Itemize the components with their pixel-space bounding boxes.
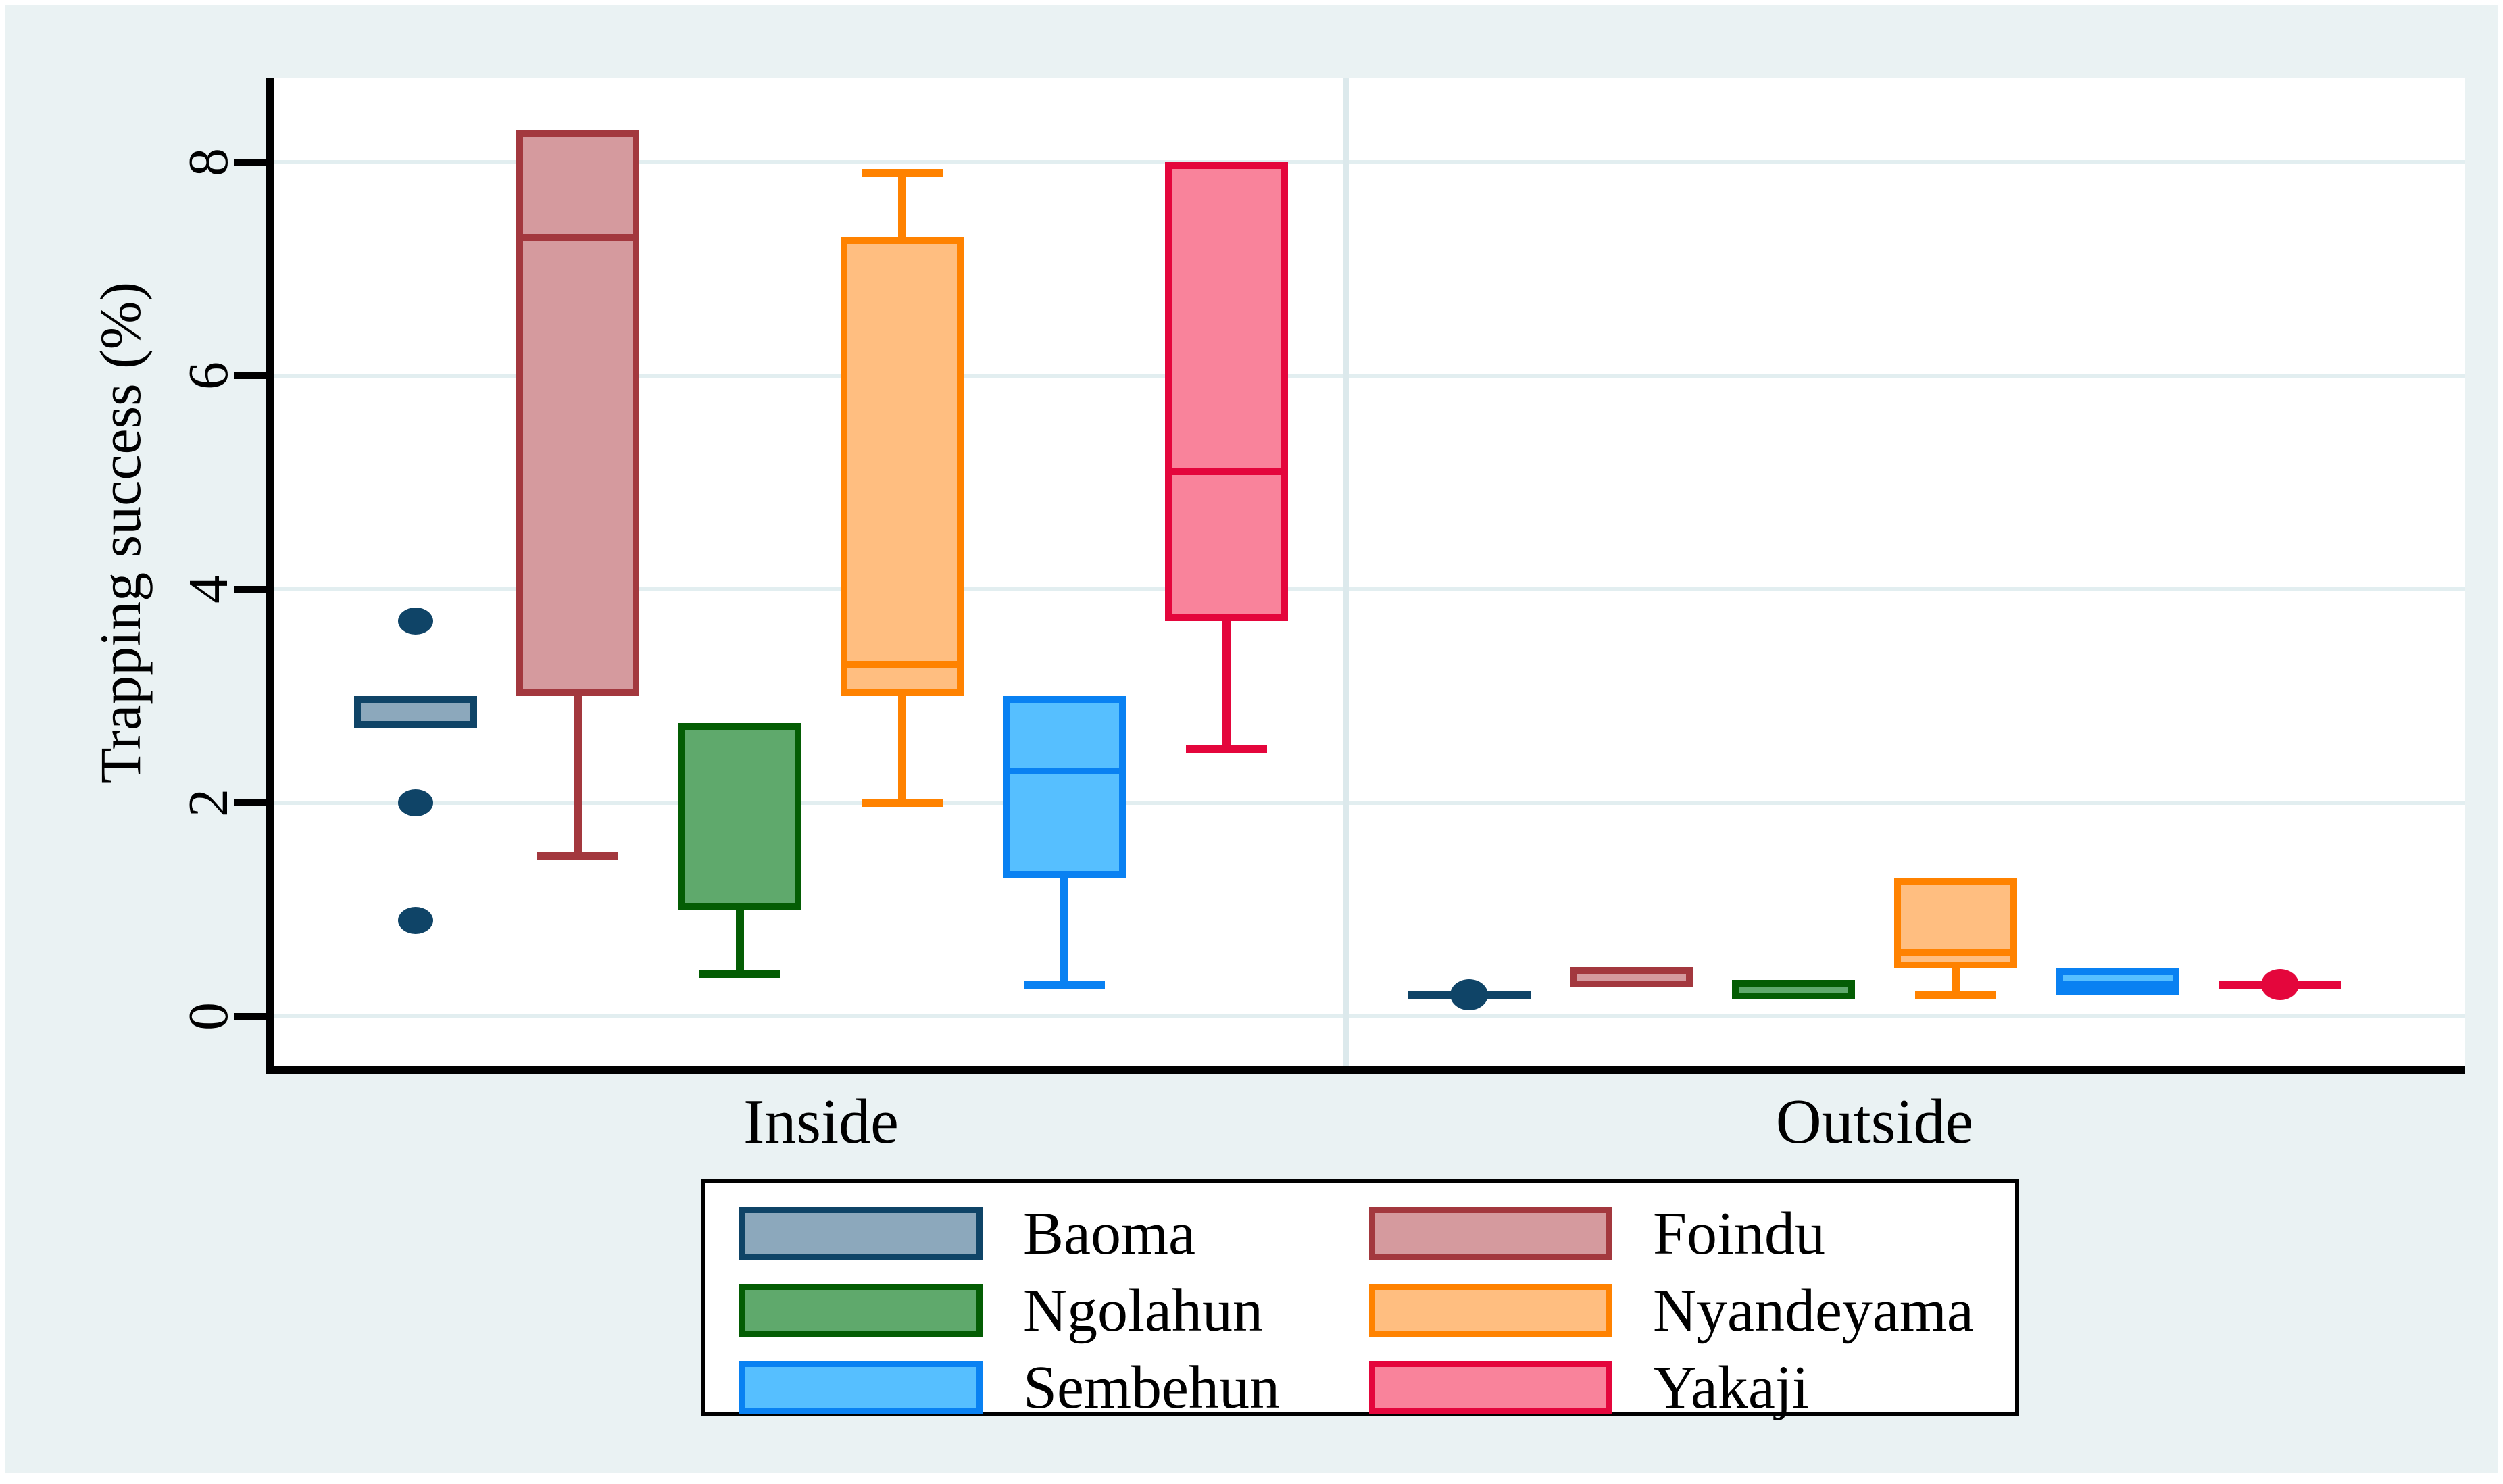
y-tick-label-6: 6 — [176, 362, 240, 390]
box-outside-nyandeyama-median-line — [1901, 949, 2010, 956]
group-label-outside: Outside — [1775, 1087, 1974, 1157]
box-inside-ngolahun-whisker-low-cap — [699, 969, 780, 978]
box-inside-yakaji-whisker-low-cap — [1186, 745, 1267, 753]
box-outside-nyandeyama-whisker-low-line — [1952, 968, 1960, 995]
box-inside-baoma-outlier-2 — [398, 906, 433, 934]
legend-swatch-foindu — [1369, 1207, 1612, 1260]
box-inside-sembehun-box — [1003, 696, 1126, 878]
y-axis-line — [266, 78, 274, 1074]
box-inside-nyandeyama-median-line — [847, 660, 957, 668]
group-separator — [1343, 78, 1349, 1066]
legend-swatch-sembehun — [739, 1361, 983, 1414]
boxplot-figure: 0 2 4 6 8 Trapping success (%) Inside Outsid… — [5, 5, 2498, 1473]
box-inside-ngolahun-whisker-low-line — [736, 910, 744, 974]
box-inside-baoma-outlier-1 — [398, 789, 433, 816]
legend-swatch-nyandeyama — [1369, 1284, 1612, 1337]
y-tick-0 — [234, 1013, 269, 1020]
box-inside-ngolahun-box — [678, 722, 801, 910]
y-tick-label-0: 0 — [176, 1002, 240, 1031]
box-inside-foindu-whisker-low-line — [574, 696, 582, 856]
box-inside-foindu-median-line — [523, 233, 633, 241]
box-inside-nyandeyama-whisker-low-cap — [862, 799, 943, 807]
box-inside-baoma-box — [354, 696, 477, 728]
y-tick-8 — [234, 159, 269, 166]
box-outside-ngolahun-box — [1732, 980, 1855, 999]
box-inside-sembehun-whisker-low-line — [1060, 877, 1068, 985]
box-inside-yakaji-median-line — [1172, 468, 1281, 476]
box-outside-baoma-point — [1450, 979, 1488, 1011]
box-inside-yakaji-box — [1165, 162, 1288, 622]
gridline-y-8 — [272, 160, 2465, 164]
legend-swatch-yakaji — [1369, 1361, 1612, 1414]
box-inside-nyandeyama-whisker-high-line — [898, 172, 906, 237]
legend-label-yakaji: Yakaji — [1653, 1354, 1809, 1421]
box-inside-foindu-whisker-low-cap — [537, 852, 618, 860]
box-outside-yakaji-point — [2261, 968, 2299, 1000]
x-axis-line — [266, 1066, 2465, 1074]
legend-label-nyandeyama: Nyandeyama — [1653, 1277, 1974, 1344]
y-tick-label-2: 2 — [176, 789, 240, 817]
box-outside-sembehun-median-line — [2063, 981, 2173, 988]
y-tick-4 — [234, 586, 269, 593]
box-inside-sembehun-median-line — [1010, 767, 1119, 774]
group-label-inside: Inside — [743, 1087, 899, 1157]
y-tick-6 — [234, 372, 269, 379]
gridline-y-0 — [272, 1014, 2465, 1018]
box-inside-yakaji-whisker-low-line — [1222, 621, 1231, 749]
box-outside-nyandeyama-whisker-low-cap — [1915, 991, 1996, 999]
y-tick-label-8: 8 — [176, 148, 240, 176]
gridline-y-2 — [272, 801, 2465, 805]
box-inside-nyandeyama-whisker-low-line — [898, 696, 906, 803]
box-inside-nyandeyama-box — [841, 237, 964, 696]
box-inside-baoma-outlier-0 — [398, 608, 433, 635]
box-outside-foindu-box — [1570, 967, 1693, 988]
box-inside-sembehun-whisker-low-cap — [1024, 980, 1105, 989]
legend-swatch-ngolahun — [739, 1284, 983, 1337]
box-inside-nyandeyama-whisker-high-cap — [862, 168, 943, 177]
gridline-y-4 — [272, 587, 2465, 591]
y-tick-label-4: 4 — [176, 575, 240, 603]
y-tick-2 — [234, 799, 269, 806]
box-inside-foindu-box — [516, 130, 639, 696]
legend-label-baoma: Baoma — [1023, 1199, 1195, 1267]
legend-label-sembehun: Sembehun — [1023, 1354, 1280, 1421]
legend-label-foindu: Foindu — [1653, 1199, 1826, 1267]
legend-swatch-baoma — [739, 1207, 983, 1260]
gridline-y-6 — [272, 374, 2465, 378]
legend-label-ngolahun: Ngolahun — [1023, 1277, 1263, 1344]
y-axis-title: Trapping success (%) — [88, 281, 153, 784]
